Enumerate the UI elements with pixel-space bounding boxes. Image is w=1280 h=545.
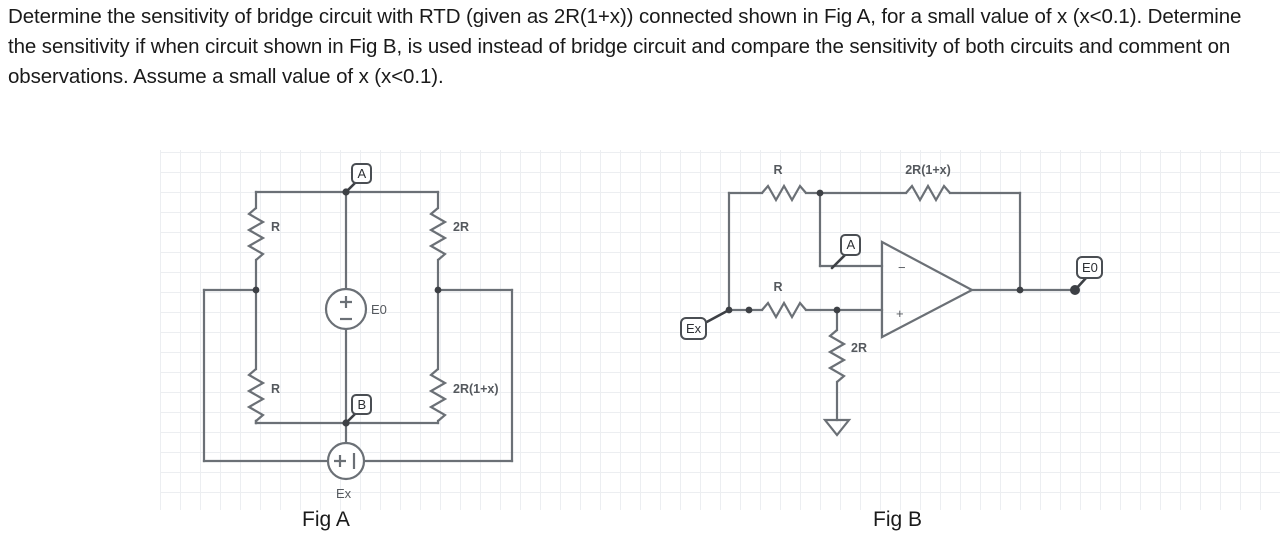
fig-b-label-terminal-e0: E0: [1082, 260, 1098, 275]
fig-a-junction-right: [434, 286, 442, 294]
fig-b-node-a-marker: A: [830, 234, 861, 270]
fig-b-junction-input-2: [745, 306, 753, 314]
fig-b-junction-noninverting: [833, 306, 841, 314]
fig-b-label-r-noninverting: R: [773, 280, 782, 294]
fig-b-label-2r-ground: 2R: [851, 341, 867, 355]
fig-b-circuit: R 2R(1+x) R: [680, 163, 1103, 437]
fig-a-resistor-r-bottom-left: [246, 288, 266, 425]
fig-b-opamp: [880, 240, 1022, 339]
fig-a-resistor-2r1x-bottom-right: [428, 288, 448, 422]
fig-a-label-r-bottom-left: R: [271, 382, 280, 396]
fig-b-caption: Fig B: [873, 508, 923, 531]
circuit-diagrams: .w { stroke:#6b7076; stroke-width:2.2; f…: [202, 163, 1103, 501]
fig-b-junction-input-bus: [725, 306, 733, 314]
fig-b-ground-symbol: [822, 418, 852, 437]
fig-b-label-r-feedback: 2R(1+x): [905, 163, 951, 177]
fig-a-node-b-marker: B: [342, 394, 372, 427]
question-text: Determine the sensitivity of bridge circ…: [8, 5, 1242, 88]
fig-b-junction-output: [1016, 286, 1024, 294]
fig-b-resistor-2r-ground: [827, 308, 847, 422]
fig-b-terminal-e0: E0: [1070, 256, 1103, 295]
fig-b-resistor-r-noninverting: [761, 300, 807, 320]
fig-a-label-2r-top-right: 2R: [453, 220, 469, 234]
fig-a-node-a-label: A: [358, 166, 367, 181]
fig-a-junction-left: [252, 286, 260, 294]
fig-b-resistor-feedback: [905, 183, 951, 203]
fig-a-source-e0: [324, 287, 368, 331]
fig-a-node-b-label: B: [358, 397, 367, 412]
fig-a-resistor-r-top-left: [246, 190, 266, 292]
fig-b-opamp-plus-symbol: +: [896, 306, 904, 321]
fig-a-label-r-top-left: R: [271, 220, 280, 234]
fig-a-caption: Fig A: [302, 508, 350, 531]
fig-a-circuit: R 2R R: [202, 163, 514, 501]
fig-b-resistor-r-inverting: [761, 183, 807, 203]
fig-a-resistor-2r-top-right: [428, 190, 448, 292]
fig-a-label-2r1x-bottom-right: 2R(1+x): [453, 382, 499, 396]
fig-b-junction-inverting-top: [816, 189, 824, 197]
fig-a-source-ex: [326, 441, 366, 481]
figures-area: .w { stroke:#6b7076; stroke-width:2.2; f…: [0, 150, 1280, 545]
fig-a-node-a-marker: A: [342, 163, 372, 196]
fig-a-label-ex: Ex: [336, 486, 352, 501]
fig-b-label-terminal-ex: Ex: [686, 321, 702, 336]
fig-b-terminal-ex: Ex: [680, 308, 731, 340]
fig-b-label-r-inverting: R: [773, 163, 782, 177]
fig-b-node-a-label: A: [847, 237, 856, 252]
fig-a-label-e0: E0: [371, 302, 387, 317]
fig-b-opamp-minus-symbol: −: [898, 260, 906, 275]
